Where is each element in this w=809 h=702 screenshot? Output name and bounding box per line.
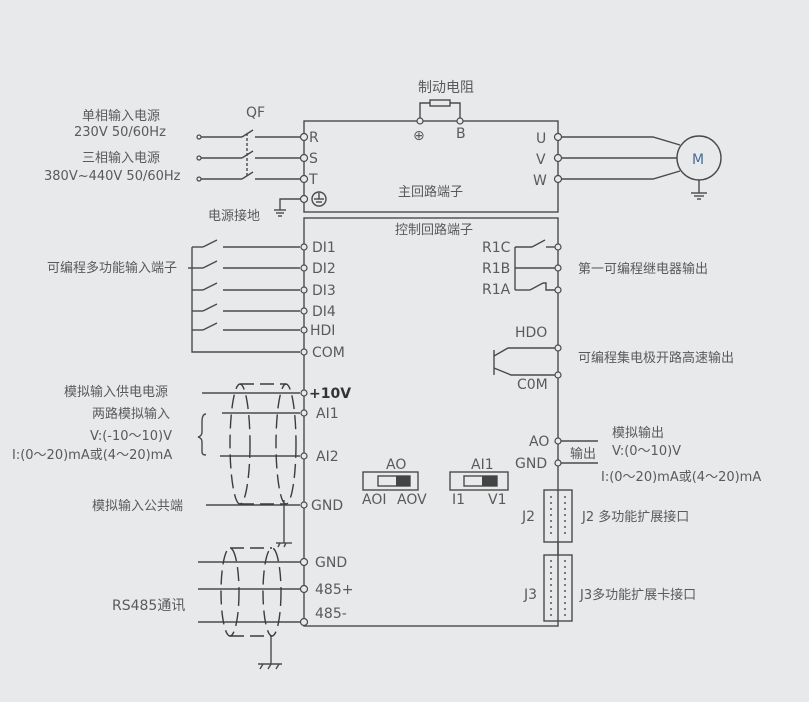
terminal-r: R bbox=[309, 130, 319, 146]
switch-ai1-left: I1 bbox=[452, 492, 465, 508]
terminal-r1c: R1C bbox=[482, 240, 511, 256]
terminal-v: V bbox=[536, 152, 546, 168]
terminal-di1: DI1 bbox=[312, 240, 336, 256]
brake-resistor-label: 制动电阻 bbox=[418, 80, 474, 96]
terminal-r1a: R1A bbox=[482, 282, 511, 298]
switch-ao[interactable] bbox=[362, 471, 419, 491]
main-circuit-title: 主回路端子 bbox=[398, 184, 463, 200]
switch-ai1[interactable] bbox=[449, 471, 509, 491]
pe-ground-icon bbox=[311, 191, 327, 207]
ao-output-tag: 输出 bbox=[570, 446, 596, 462]
j3-connector bbox=[543, 554, 573, 622]
control-circuit-title: 控制回路端子 bbox=[395, 222, 473, 238]
switch-ai1-right: V1 bbox=[488, 492, 506, 508]
terminal-di4: DI4 bbox=[312, 304, 336, 320]
motor-label: M bbox=[692, 152, 704, 168]
control-circuit-box bbox=[303, 217, 559, 627]
analog-input-voltage: V:(-10～10)V bbox=[90, 429, 172, 444]
three-phase-spec: 380V~440V 50/60Hz bbox=[44, 169, 181, 184]
terminal-gnd-485: GND bbox=[315, 555, 347, 571]
terminal-t: T bbox=[308, 172, 318, 188]
relay-contacts bbox=[514, 239, 562, 294]
rs485-shield-cable bbox=[220, 547, 282, 670]
j2-description: J2 多功能扩展接口 bbox=[581, 509, 689, 525]
terminal-hdi: HDI bbox=[310, 323, 335, 339]
single-phase-spec: 230V 50/60Hz bbox=[74, 125, 166, 140]
terminal-u: U bbox=[536, 131, 546, 147]
terminal-plus10v: +10V bbox=[309, 386, 351, 402]
ao-current: I:(0～20)mA或(4～20)mA bbox=[601, 470, 761, 485]
ao-voltage: V:(0～10)V bbox=[612, 444, 681, 459]
three-phase-title: 三相输入电源 bbox=[82, 150, 160, 166]
switch-ai1-title: AI1 bbox=[471, 457, 494, 473]
transistor-icon bbox=[493, 344, 562, 379]
switch-ao-right: AOV bbox=[397, 492, 427, 508]
power-ground-label: 电源接地 bbox=[208, 208, 260, 224]
terminal-com: COM bbox=[312, 345, 345, 361]
terminal-com-hdo: C0M bbox=[517, 377, 548, 393]
switch-ao-title: AO bbox=[386, 457, 406, 473]
terminal-hdo: HDO bbox=[515, 325, 547, 341]
terminal-w: W bbox=[533, 173, 547, 189]
terminal-gnd-ao: GND bbox=[515, 456, 547, 472]
di-switches bbox=[192, 239, 300, 331]
breaker-label: QF bbox=[246, 105, 265, 121]
motor-ground-icon bbox=[691, 192, 707, 200]
j3-description: J3多功能扩展卡接口 bbox=[579, 587, 696, 603]
terminal-gnd-analog: GND bbox=[311, 498, 343, 514]
breaker-qf bbox=[196, 129, 300, 182]
analog-supply-label: 模拟输入供电电源 bbox=[64, 384, 168, 400]
ao-title: 模拟输出 bbox=[612, 425, 664, 441]
terminal-di2: DI2 bbox=[312, 261, 336, 277]
di-group-label: 可编程多功能输入端子 bbox=[47, 260, 177, 276]
analog-input-current: I:(0～20)mA或(4～20)mA bbox=[12, 448, 172, 463]
rs485-label: RS485通讯 bbox=[112, 598, 185, 614]
terminal-r1b: R1B bbox=[482, 261, 510, 277]
ground-icon bbox=[274, 209, 286, 217]
oc-output-label: 可编程集电极开路高速输出 bbox=[578, 350, 734, 366]
di-terminal-dots bbox=[300, 243, 308, 356]
analog-input-title: 两路模拟输入 bbox=[92, 406, 170, 422]
switch-ao-left: AOI bbox=[362, 492, 386, 508]
analog-common-label: 模拟输入公共端 bbox=[92, 498, 183, 514]
main-circuit-box bbox=[303, 120, 559, 213]
terminal-ao: AO bbox=[529, 434, 549, 450]
terminal-ai2: AI2 bbox=[316, 449, 339, 465]
terminal-485-plus: 485+ bbox=[315, 582, 353, 598]
brace-icon bbox=[197, 413, 207, 456]
single-phase-title: 单相输入电源 bbox=[82, 108, 160, 124]
terminal-485-minus: 485- bbox=[315, 606, 347, 622]
b-terminal: B bbox=[456, 126, 466, 142]
plus-terminal: ⊕ bbox=[413, 128, 425, 144]
terminal-ai1: AI1 bbox=[316, 406, 339, 422]
terminal-s: S bbox=[309, 151, 318, 167]
j3-label: J3 bbox=[523, 587, 537, 603]
switch-ai1-knob[interactable] bbox=[482, 476, 497, 486]
j2-label: J2 bbox=[521, 509, 535, 525]
brake-resistor-icon bbox=[429, 99, 451, 107]
switch-ao-knob[interactable] bbox=[396, 476, 410, 486]
terminal-di3: DI3 bbox=[312, 283, 336, 299]
relay-label: 第一可编程继电器输出 bbox=[578, 261, 708, 277]
analog-shield-cable bbox=[229, 383, 297, 548]
